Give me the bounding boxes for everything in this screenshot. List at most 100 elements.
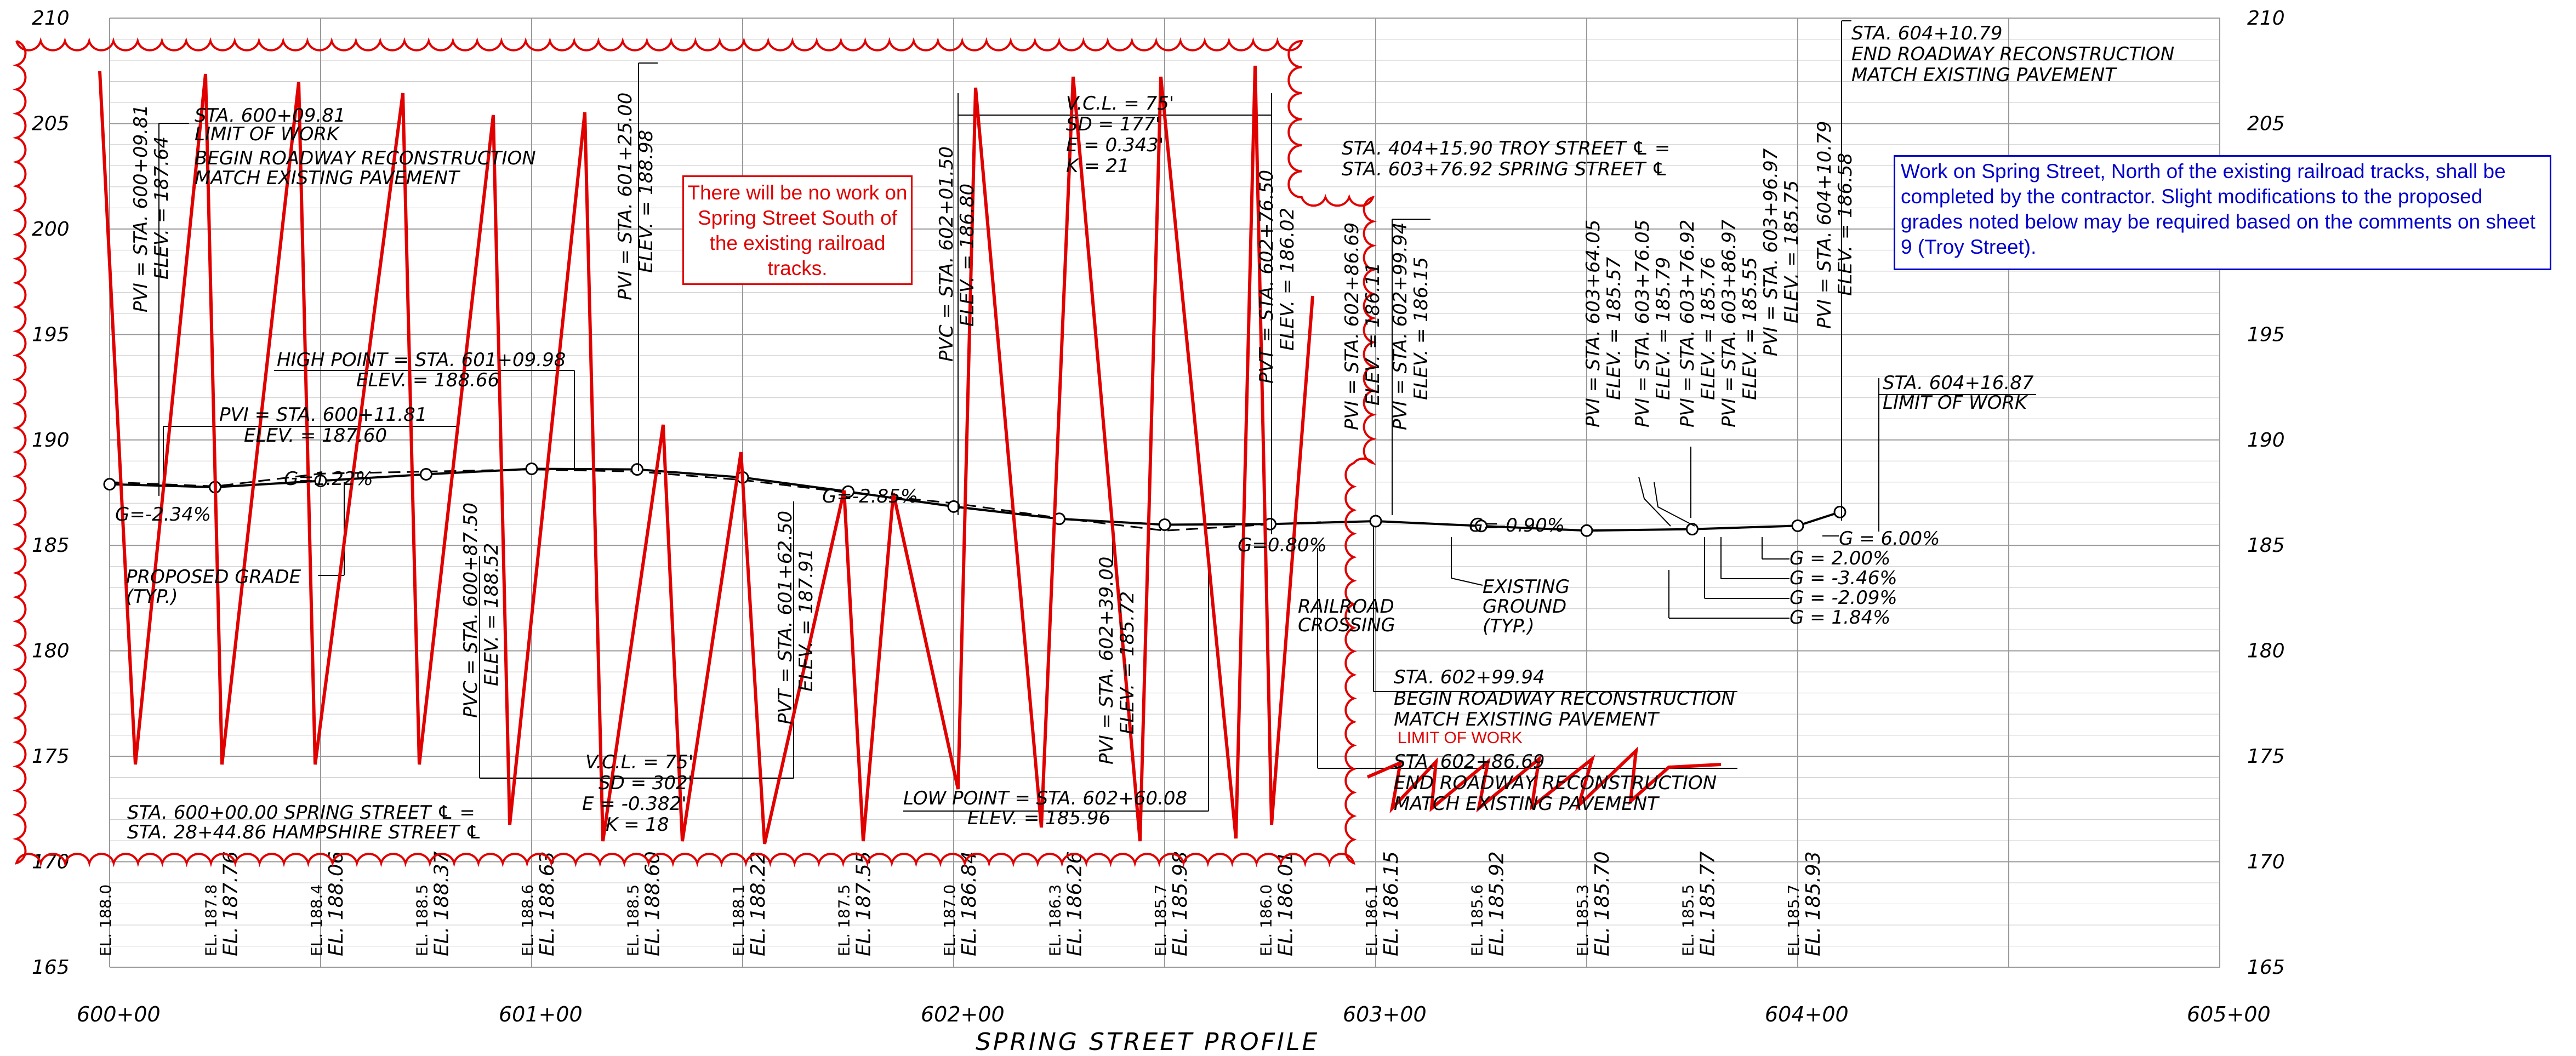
leader-lines bbox=[158, 20, 2036, 812]
existing-elevation-label: EL. 188.6 bbox=[518, 884, 537, 956]
elev-186-58: ELEV. = 186.58 bbox=[1834, 153, 1856, 296]
existing-elevation-label: EL. 185.6 bbox=[1468, 884, 1486, 956]
annotation-sta-600-09: STA. 600+09.81 LIMIT OF WORK BEGIN ROADW… bbox=[195, 105, 536, 189]
pvi-603-86-97: PVI = STA. 603+86.97 bbox=[1718, 219, 1740, 427]
pvc-600-87-line2: ELEV. = 188.52 bbox=[481, 543, 503, 686]
annotation-grades-right: G = 6.00% G = 2.00% G = -3.46% G = -2.09… bbox=[1789, 528, 1940, 629]
proposed-elevation-label: EL. 186.01 bbox=[1275, 851, 1297, 956]
troy-line2: STA. 603+76.92 SPRING STREET ℄ bbox=[1342, 158, 1668, 180]
y-tick-label-right: 165 bbox=[2247, 956, 2285, 979]
existing-elevation-label: EL. 188.4 bbox=[307, 884, 326, 956]
existing-elevation-label: EL. 188.0 bbox=[96, 884, 115, 956]
sta-602-86-line3: MATCH EXISTING PAVEMENT bbox=[1394, 793, 1660, 815]
y-tick-label-right: 185 bbox=[2247, 534, 2285, 557]
existing-elevation-label: EL. 187.0 bbox=[941, 884, 959, 956]
sta-602-99-line3: MATCH EXISTING PAVEMENT bbox=[1394, 709, 1660, 730]
existing-ground-line1: EXISTING bbox=[1483, 576, 1570, 598]
proposed-grade-line bbox=[109, 467, 1840, 532]
proposed-elevation-label: EL. 186.26 bbox=[1064, 851, 1086, 956]
limit-of-work-red: LIMIT OF WORK bbox=[1398, 729, 1523, 747]
existing-elevation-label: EL. 185.7 bbox=[1785, 884, 1803, 956]
pvt-601-62-line2: ELEV. = 187.91 bbox=[795, 549, 817, 692]
leader-line bbox=[1451, 578, 1483, 586]
annotation-sta-602-86: STA. 602+86.69 END ROADWAY RECONSTRUCTIO… bbox=[1394, 751, 1717, 815]
proposed-elevation-label: EL. 186.15 bbox=[1380, 851, 1403, 956]
annotation-existing-ground: EXISTING GROUND (TYP.) bbox=[1483, 576, 1570, 637]
vcl-left-line1: V.C.L. = 75' bbox=[585, 751, 693, 773]
contractor-work-note: Work on Spring Street, North of the exis… bbox=[1894, 155, 2551, 270]
proposed-elevation-label: EL. 185.93 bbox=[1802, 851, 1825, 956]
railroad-line2: CROSSING bbox=[1298, 614, 1395, 636]
grade-2-00: G = 2.00% bbox=[1789, 547, 1890, 569]
elev-185-75: ELEV. = 185.75 bbox=[1781, 180, 1803, 323]
annotation-vcl-right: V.C.L. = 75' SD = 177' E = 0.343' K = 21 bbox=[1066, 93, 1174, 177]
proposed-elevation-label: EL. 188.22 bbox=[747, 851, 770, 956]
existing-elevation-label: EL. 185.3 bbox=[1574, 884, 1592, 956]
annotation-low-point: LOW POINT = STA. 602+60.08 ELEV. = 185.9… bbox=[903, 787, 1187, 829]
proposed-elevation-label: EL. 188.37 bbox=[431, 851, 453, 956]
proposed-elevation-label: EL. 186.84 bbox=[958, 851, 981, 956]
sta-604-16-line1: STA. 604+16.87 bbox=[1883, 372, 2034, 394]
proposed-grade-line2: (TYP.) bbox=[126, 586, 178, 608]
pvi-603-76-05: PVI = STA. 603+76.05 bbox=[1632, 220, 1654, 427]
profile-point bbox=[1791, 519, 1804, 532]
sta-602-86-line1: STA. 602+86.69 bbox=[1394, 751, 1545, 773]
x-tick-label: 605+00 bbox=[2187, 1002, 2271, 1026]
sta-604-10-line2: END ROADWAY RECONSTRUCTION bbox=[1851, 43, 2174, 65]
annotation-proposed-grade: PROPOSED GRADE (TYP.) bbox=[126, 566, 301, 608]
vcl-right-line1: V.C.L. = 75' bbox=[1066, 93, 1174, 115]
pvi-600-09-line1: PVI = STA. 600+09.81 bbox=[130, 105, 152, 312]
y-tick-label-left: 175 bbox=[32, 745, 70, 768]
pvi-602-99-line1: PVI = STA. 602+99.94 bbox=[1389, 222, 1411, 430]
profile-point bbox=[525, 463, 538, 476]
annotation-pvt-601-62: PVT = STA. 601+62.50 ELEV. = 187.91 bbox=[774, 511, 817, 724]
grade-1-84: G = 1.84% bbox=[1789, 607, 1890, 629]
y-tick-label-left: 205 bbox=[32, 112, 70, 135]
sta-604-16-line2: LIMIT OF WORK bbox=[1883, 392, 2028, 414]
grade-neg-3-46: G = -3.46% bbox=[1789, 567, 1897, 589]
grade-neg-2-09: G = -2.09% bbox=[1789, 587, 1897, 609]
pvi-603-96-97: PVI = STA. 603+96.97 bbox=[1760, 148, 1782, 356]
y-tick-label-right: 205 bbox=[2247, 112, 2285, 135]
pvi-602-86-line2: ELEV. = 186.11 bbox=[1362, 262, 1384, 406]
annotation-pvi-cluster: PVI = STA. 603+64.05 ELEV. = 185.57 PVI … bbox=[1582, 121, 1856, 427]
profile-point bbox=[314, 474, 327, 487]
annotation-pvi-601-25: PVI = STA. 601+25.00 ELEV. = 188.98 bbox=[614, 93, 657, 300]
profile-point bbox=[1580, 524, 1593, 537]
pvi-602-39-line2: ELEV. = 185.72 bbox=[1116, 591, 1138, 734]
profile-point bbox=[103, 478, 116, 491]
annotation-sta-602-99: STA. 602+99.94 BEGIN ROADWAY RECONSTRUCT… bbox=[1394, 666, 1735, 730]
y-tick-label-left: 195 bbox=[32, 323, 70, 346]
y-tick-label-left: 185 bbox=[32, 534, 70, 557]
y-tick-label-right: 180 bbox=[2247, 640, 2285, 663]
pvi-603-64: PVI = STA. 603+64.05 bbox=[1582, 220, 1604, 427]
vcl-right-line2: SD = 177' bbox=[1066, 113, 1160, 135]
annotation-railroad: RAILROAD CROSSING bbox=[1298, 596, 1395, 636]
existing-elevation-label: EL. 187.5 bbox=[835, 884, 853, 956]
pvi-600-11-line2: ELEV. = 187.60 bbox=[244, 425, 387, 447]
annotation-pvc-600-87: PVC = STA. 600+87.50 ELEV. = 188.52 bbox=[460, 503, 503, 718]
proposed-elevation-label: EL. 185.70 bbox=[1591, 851, 1614, 956]
profile-point bbox=[1475, 520, 1488, 533]
grade-1-22: G=1.22% bbox=[284, 468, 373, 490]
annotation-pvt-602-76: PVT = STA. 602+76.50 ELEV. = 186.02 bbox=[1256, 170, 1298, 384]
low-point-line1: LOW POINT = STA. 602+60.08 bbox=[903, 787, 1187, 809]
y-tick-label-right: 190 bbox=[2247, 429, 2285, 452]
pvi-603-76-92: PVI = STA. 603+76.92 bbox=[1677, 220, 1699, 427]
profile-point bbox=[1158, 518, 1171, 532]
pvi-600-09-line2: ELEV. = 187.64 bbox=[151, 136, 173, 279]
proposed-grade-line1: PROPOSED GRADE bbox=[126, 566, 301, 588]
pvt-602-76-line2: ELEV. = 186.02 bbox=[1276, 208, 1298, 351]
y-tick-label-left: 190 bbox=[32, 429, 70, 452]
existing-ground-line2: GROUND bbox=[1483, 596, 1566, 618]
x-tick-label: 604+00 bbox=[1765, 1002, 1849, 1026]
proposed-elevation-label: EL. 187.55 bbox=[853, 851, 875, 956]
elev-185-57: ELEV. = 185.57 bbox=[1603, 256, 1625, 400]
vcl-left-line4: K = 18 bbox=[606, 814, 669, 836]
annotation-vcl-left: V.C.L. = 75' SD = 302' E = -0.382' K = 1… bbox=[582, 751, 693, 836]
sta-600-09-line2: LIMIT OF WORK bbox=[195, 123, 340, 145]
annotation-pvi-602-99: PVI = STA. 602+99.94 ELEV. = 186.15 bbox=[1389, 222, 1432, 430]
pvi-602-39-line1: PVI = STA. 602+39.00 bbox=[1096, 557, 1118, 764]
